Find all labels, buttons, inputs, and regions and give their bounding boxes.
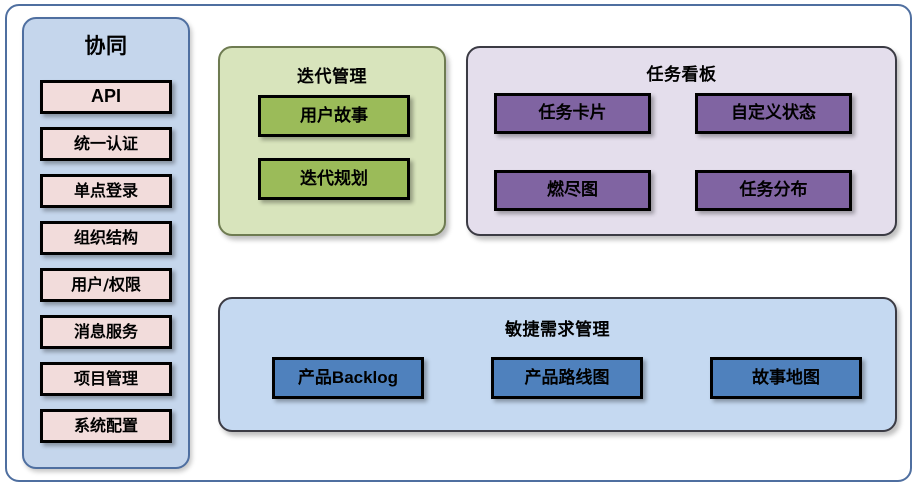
sidebar-item-sso[interactable]: 单点登录 [40,174,172,208]
taskboard-item-task-card[interactable]: 任务卡片 [494,93,651,134]
iteration-item-iteration-planning[interactable]: 迭代规划 [258,158,410,200]
sidebar-item-unified-auth[interactable]: 统一认证 [40,127,172,161]
panel-agile-requirement-management[interactable]: 敏捷需求管理 产品Backlog 产品路线图 故事地图 [218,297,897,432]
taskboard-item-custom-status[interactable]: 自定义状态 [695,93,852,134]
panel-collaboration[interactable]: 协同 API 统一认证 单点登录 组织结构 用户/权限 消息服务 项目管理 系统… [22,17,190,469]
iteration-item-user-story[interactable]: 用户故事 [258,95,410,137]
taskboard-item-task-distribution[interactable]: 任务分布 [695,170,852,211]
agile-item-product-roadmap[interactable]: 产品路线图 [491,357,643,399]
panel-agile-title: 敏捷需求管理 [505,320,610,339]
panel-iteration-management[interactable]: 迭代管理 用户故事 迭代规划 [218,46,446,236]
sidebar-item-message-service[interactable]: 消息服务 [40,315,172,349]
sidebar-item-api[interactable]: API [40,80,172,114]
sidebar-item-system-config[interactable]: 系统配置 [40,409,172,443]
taskboard-item-burndown-chart[interactable]: 燃尽图 [494,170,651,211]
panel-task-board[interactable]: 任务看板 任务卡片 自定义状态 燃尽图 任务分布 [466,46,897,236]
agile-item-product-backlog[interactable]: 产品Backlog [272,357,424,399]
sidebar-item-org-structure[interactable]: 组织结构 [40,221,172,255]
sidebar-item-user-permission[interactable]: 用户/权限 [40,268,172,302]
panel-collaboration-title: 协同 [84,35,128,58]
sidebar-item-project-management[interactable]: 项目管理 [40,362,172,396]
panel-task-board-title: 任务看板 [646,65,717,84]
panel-iteration-title: 迭代管理 [297,67,367,86]
agile-item-story-map[interactable]: 故事地图 [710,357,862,399]
